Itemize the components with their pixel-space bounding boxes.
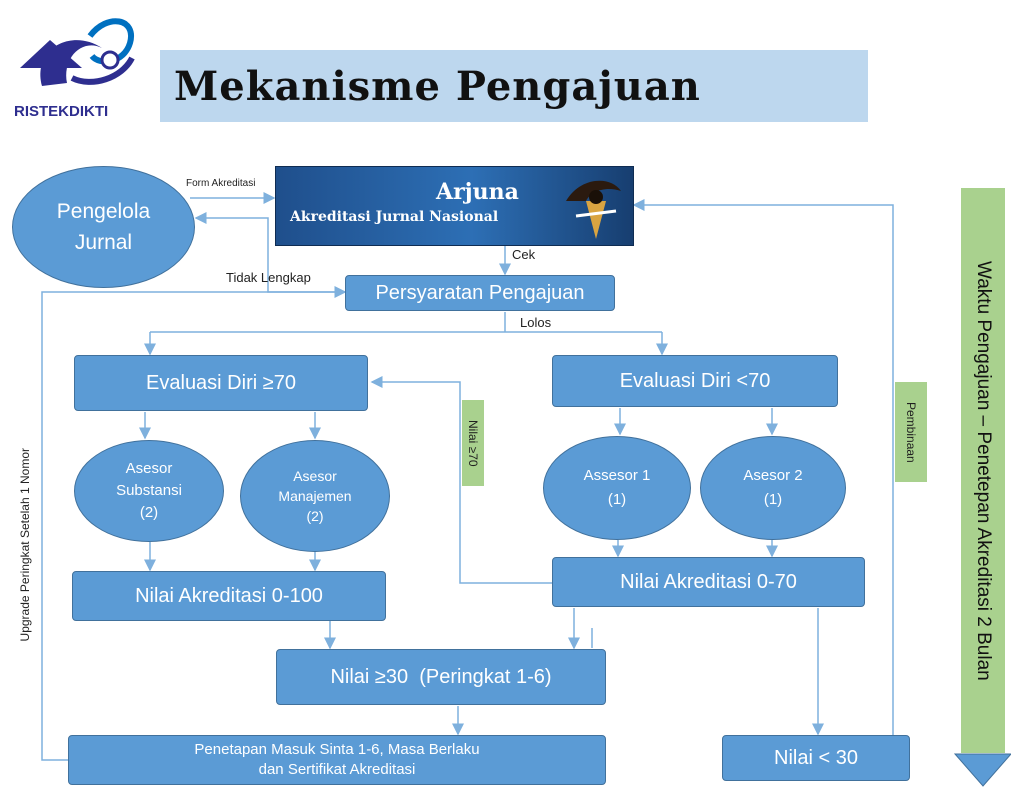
arjuna-subtitle: Akreditasi Jurnal Nasional — [290, 209, 499, 225]
asesor-2-label: Asesor 2 — [743, 467, 803, 484]
nilai-akreditasi-100-label: Nilai Akreditasi 0-100 — [135, 584, 323, 607]
asesor-manajemen-label: Asesor Manajemen — [278, 467, 352, 504]
logo-emblem-icon — [20, 18, 135, 86]
asesor-manajemen-count: (2) — [306, 508, 324, 525]
page-title: Mekanisme Pengajuan — [174, 62, 701, 110]
nilai-70-tag: Nilai ≥70 — [462, 400, 484, 486]
nilai-akreditasi-100-node: Nilai Akreditasi 0-100 — [72, 571, 386, 621]
pengelola-jurnal-node: Pengelola Jurnal — [12, 166, 195, 288]
asesor-2-count: (1) — [763, 491, 783, 508]
penetapan-line-2: dan Sertifikat Akreditasi — [258, 761, 416, 778]
upgrade-label-wrap: Upgrade Peringkat Setelah 1 Nomor — [10, 410, 40, 680]
upgrade-label: Upgrade Peringkat Setelah 1 Nomor — [18, 448, 32, 642]
pembinaan-tag: Pembinaan — [895, 382, 927, 482]
title-bar: Mekanisme Pengajuan — [160, 50, 868, 122]
penetapan-line-1: Penetapan Masuk Sinta 1-6, Masa Berlaku — [194, 740, 480, 758]
nilai-30-down-label: Nilai < 30 — [774, 746, 858, 769]
pengelola-jurnal-label: Pengelola Jurnal — [56, 199, 151, 255]
asesor-substansi-count: (2) — [139, 503, 159, 521]
assesor-1-node: Assesor 1 (1) — [543, 436, 691, 540]
asesor-substansi-node: Asesor Substansi (2) — [74, 440, 224, 542]
evaluasi-diri-high-label: Evaluasi Diri ≥70 — [146, 371, 296, 394]
evaluasi-diri-low-node: Evaluasi Diri <70 — [552, 355, 838, 407]
edge-label-lolos: Lolos — [520, 315, 552, 330]
asesor-2-node: Asesor 2 (1) — [700, 436, 846, 540]
asesor-manajemen-node: Asesor Manajemen (2) — [240, 440, 390, 552]
evaluasi-diri-low-label: Evaluasi Diri <70 — [619, 369, 771, 392]
penetapan-node: Penetapan Masuk Sinta 1-6, Masa Berlaku … — [68, 735, 606, 785]
pembinaan-tag-label: Pembinaan — [904, 401, 918, 463]
nilai-70-tag-label: Nilai ≥70 — [466, 419, 480, 467]
nilai-30-down-node: Nilai < 30 — [722, 735, 910, 781]
wayang-figure-icon — [566, 180, 621, 239]
logo-text: RISTEKDIKTI — [14, 103, 109, 120]
persyaratan-label: Persyaratan Pengajuan — [375, 281, 585, 304]
timeline-bar-label: Waktu Pengajuan – Penetepan Akreditasi 2… — [973, 260, 994, 681]
nilai-akreditasi-70-label: Nilai Akreditasi 0-70 — [620, 570, 797, 593]
persyaratan-node: Persyaratan Pengajuan — [345, 275, 615, 311]
assesor-1-label: Assesor 1 — [583, 467, 651, 484]
timeline-arrow-icon — [953, 753, 1011, 787]
edge-label-cek: Cek — [512, 247, 536, 262]
asesor-substansi-label: Asesor Substansi — [116, 460, 182, 500]
ristekdikti-logo: RISTEKDIKTI — [12, 8, 142, 120]
arjuna-banner: Arjuna Akreditasi Jurnal Nasional — [275, 166, 634, 246]
timeline-bar: Waktu Pengajuan – Penetepan Akreditasi 2… — [961, 188, 1005, 753]
edge-label-tidak-lengkap: Tidak Lengkap — [226, 270, 311, 285]
edge-label-form: Form Akreditasi — [186, 178, 256, 189]
nilai-30-up-label: Nilai ≥30 (Peringkat 1-6) — [330, 665, 552, 688]
nilai-akreditasi-70-node: Nilai Akreditasi 0-70 — [552, 557, 865, 607]
evaluasi-diri-high-node: Evaluasi Diri ≥70 — [74, 355, 368, 411]
arjuna-title: Arjuna — [436, 179, 519, 205]
nilai-30-up-node: Nilai ≥30 (Peringkat 1-6) — [276, 649, 606, 705]
assesor-1-count: (1) — [607, 491, 627, 508]
